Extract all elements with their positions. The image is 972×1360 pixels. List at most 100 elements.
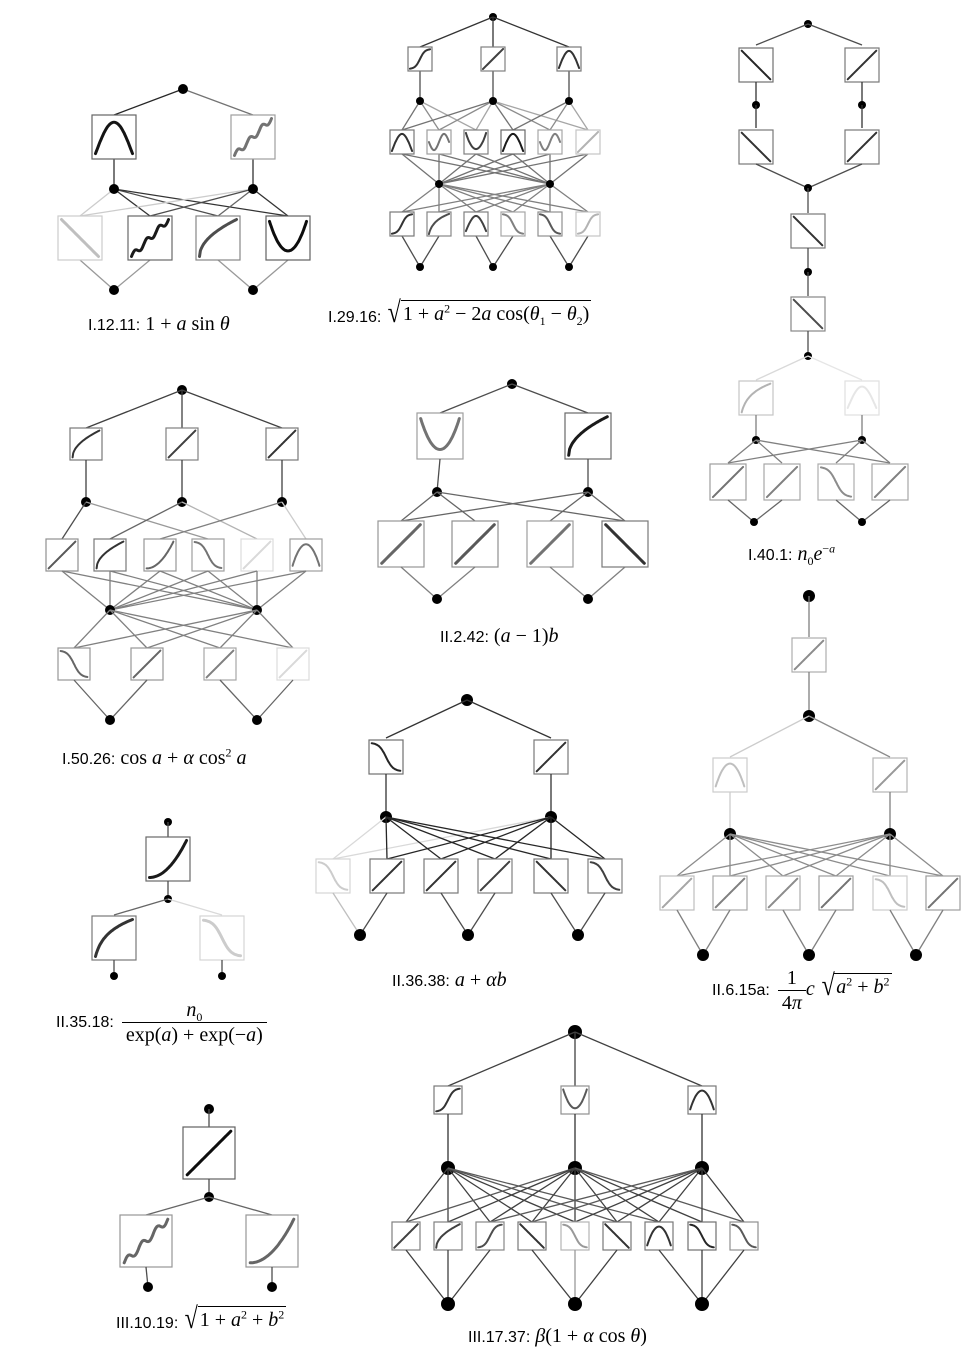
activation-box <box>844 47 880 83</box>
activation-box <box>245 1214 299 1268</box>
activation-box <box>426 211 452 237</box>
activation-box <box>687 1085 717 1115</box>
caption-II.36.38: II.36.38: a + αb <box>392 969 507 991</box>
activation-box <box>433 1221 463 1251</box>
activation-box <box>560 1085 590 1115</box>
node <box>109 184 119 194</box>
node <box>432 594 442 604</box>
node <box>489 263 497 271</box>
activation-box <box>416 412 464 460</box>
activation-box <box>119 1214 173 1268</box>
activation-box <box>790 296 826 332</box>
node <box>572 929 584 941</box>
activation-box <box>817 463 855 501</box>
node <box>565 97 573 105</box>
activation-box <box>537 129 563 155</box>
activation-box <box>871 463 909 501</box>
activation-box <box>451 520 499 568</box>
caption-I.29.16: I.29.16: √1 + a2 − 2a cos(θ1 − θ2) <box>328 296 592 329</box>
caption-I.40.1: I.40.1: n0e−a <box>748 541 836 568</box>
activation-box <box>195 215 241 261</box>
node <box>105 715 115 725</box>
activation-box <box>463 129 489 155</box>
activation-box <box>765 875 801 911</box>
activation-box <box>165 427 199 461</box>
activation-box <box>709 463 747 501</box>
activation-box <box>391 1221 421 1251</box>
node <box>110 972 118 980</box>
activation-box <box>127 215 173 261</box>
node <box>568 1297 582 1311</box>
node <box>435 180 443 188</box>
node <box>565 263 573 271</box>
activation-box <box>130 647 164 681</box>
activation-box <box>265 215 311 261</box>
activation-box <box>517 1221 547 1251</box>
activation-box <box>407 46 433 72</box>
activation-box <box>143 538 177 572</box>
node <box>267 1282 277 1292</box>
node <box>248 184 258 194</box>
node <box>109 285 119 295</box>
activation-box <box>738 380 774 416</box>
activation-box <box>240 538 274 572</box>
activation-box <box>712 875 748 911</box>
activation-box <box>475 1221 505 1251</box>
activation-box <box>526 520 574 568</box>
activation-box <box>575 129 601 155</box>
activation-box <box>844 129 880 165</box>
activation-box <box>925 875 961 911</box>
activation-box <box>712 757 748 793</box>
node <box>248 285 258 295</box>
activation-box <box>818 875 854 911</box>
node <box>489 97 497 105</box>
activation-box <box>289 538 323 572</box>
activation-box <box>389 129 415 155</box>
node <box>546 180 554 188</box>
node <box>252 715 262 725</box>
activation-box <box>389 211 415 237</box>
activation-box <box>791 637 827 673</box>
activation-box <box>763 463 801 501</box>
activation-box <box>145 836 191 882</box>
activation-box <box>480 46 506 72</box>
activation-box <box>265 427 299 461</box>
activation-box <box>45 538 79 572</box>
activation-box <box>564 412 612 460</box>
node <box>803 949 815 961</box>
activation-box <box>500 211 526 237</box>
activation-box <box>57 647 91 681</box>
node <box>416 97 424 105</box>
activation-box <box>91 915 137 961</box>
node <box>583 594 593 604</box>
caption-I.50.26: I.50.26: cos a + α cos2 a <box>62 745 247 769</box>
activation-box <box>57 215 103 261</box>
activation-box <box>315 858 351 894</box>
node <box>143 1282 153 1292</box>
activation-box <box>69 427 103 461</box>
activation-box <box>602 1221 632 1251</box>
activation-box <box>575 211 601 237</box>
node <box>178 84 188 94</box>
activation-box <box>687 1221 717 1251</box>
activation-box <box>533 858 569 894</box>
node <box>910 949 922 961</box>
activation-box <box>426 129 452 155</box>
activation-box <box>203 647 237 681</box>
activation-box <box>477 858 513 894</box>
activation-box <box>556 46 582 72</box>
activation-box <box>93 538 127 572</box>
activation-box <box>368 739 404 775</box>
node <box>462 929 474 941</box>
node <box>695 1297 709 1311</box>
activation-box <box>872 875 908 911</box>
activation-box <box>377 520 425 568</box>
activation-box <box>659 875 695 911</box>
activation-box <box>729 1221 759 1251</box>
activation-box <box>199 915 245 961</box>
node <box>218 972 226 980</box>
node <box>858 518 866 526</box>
